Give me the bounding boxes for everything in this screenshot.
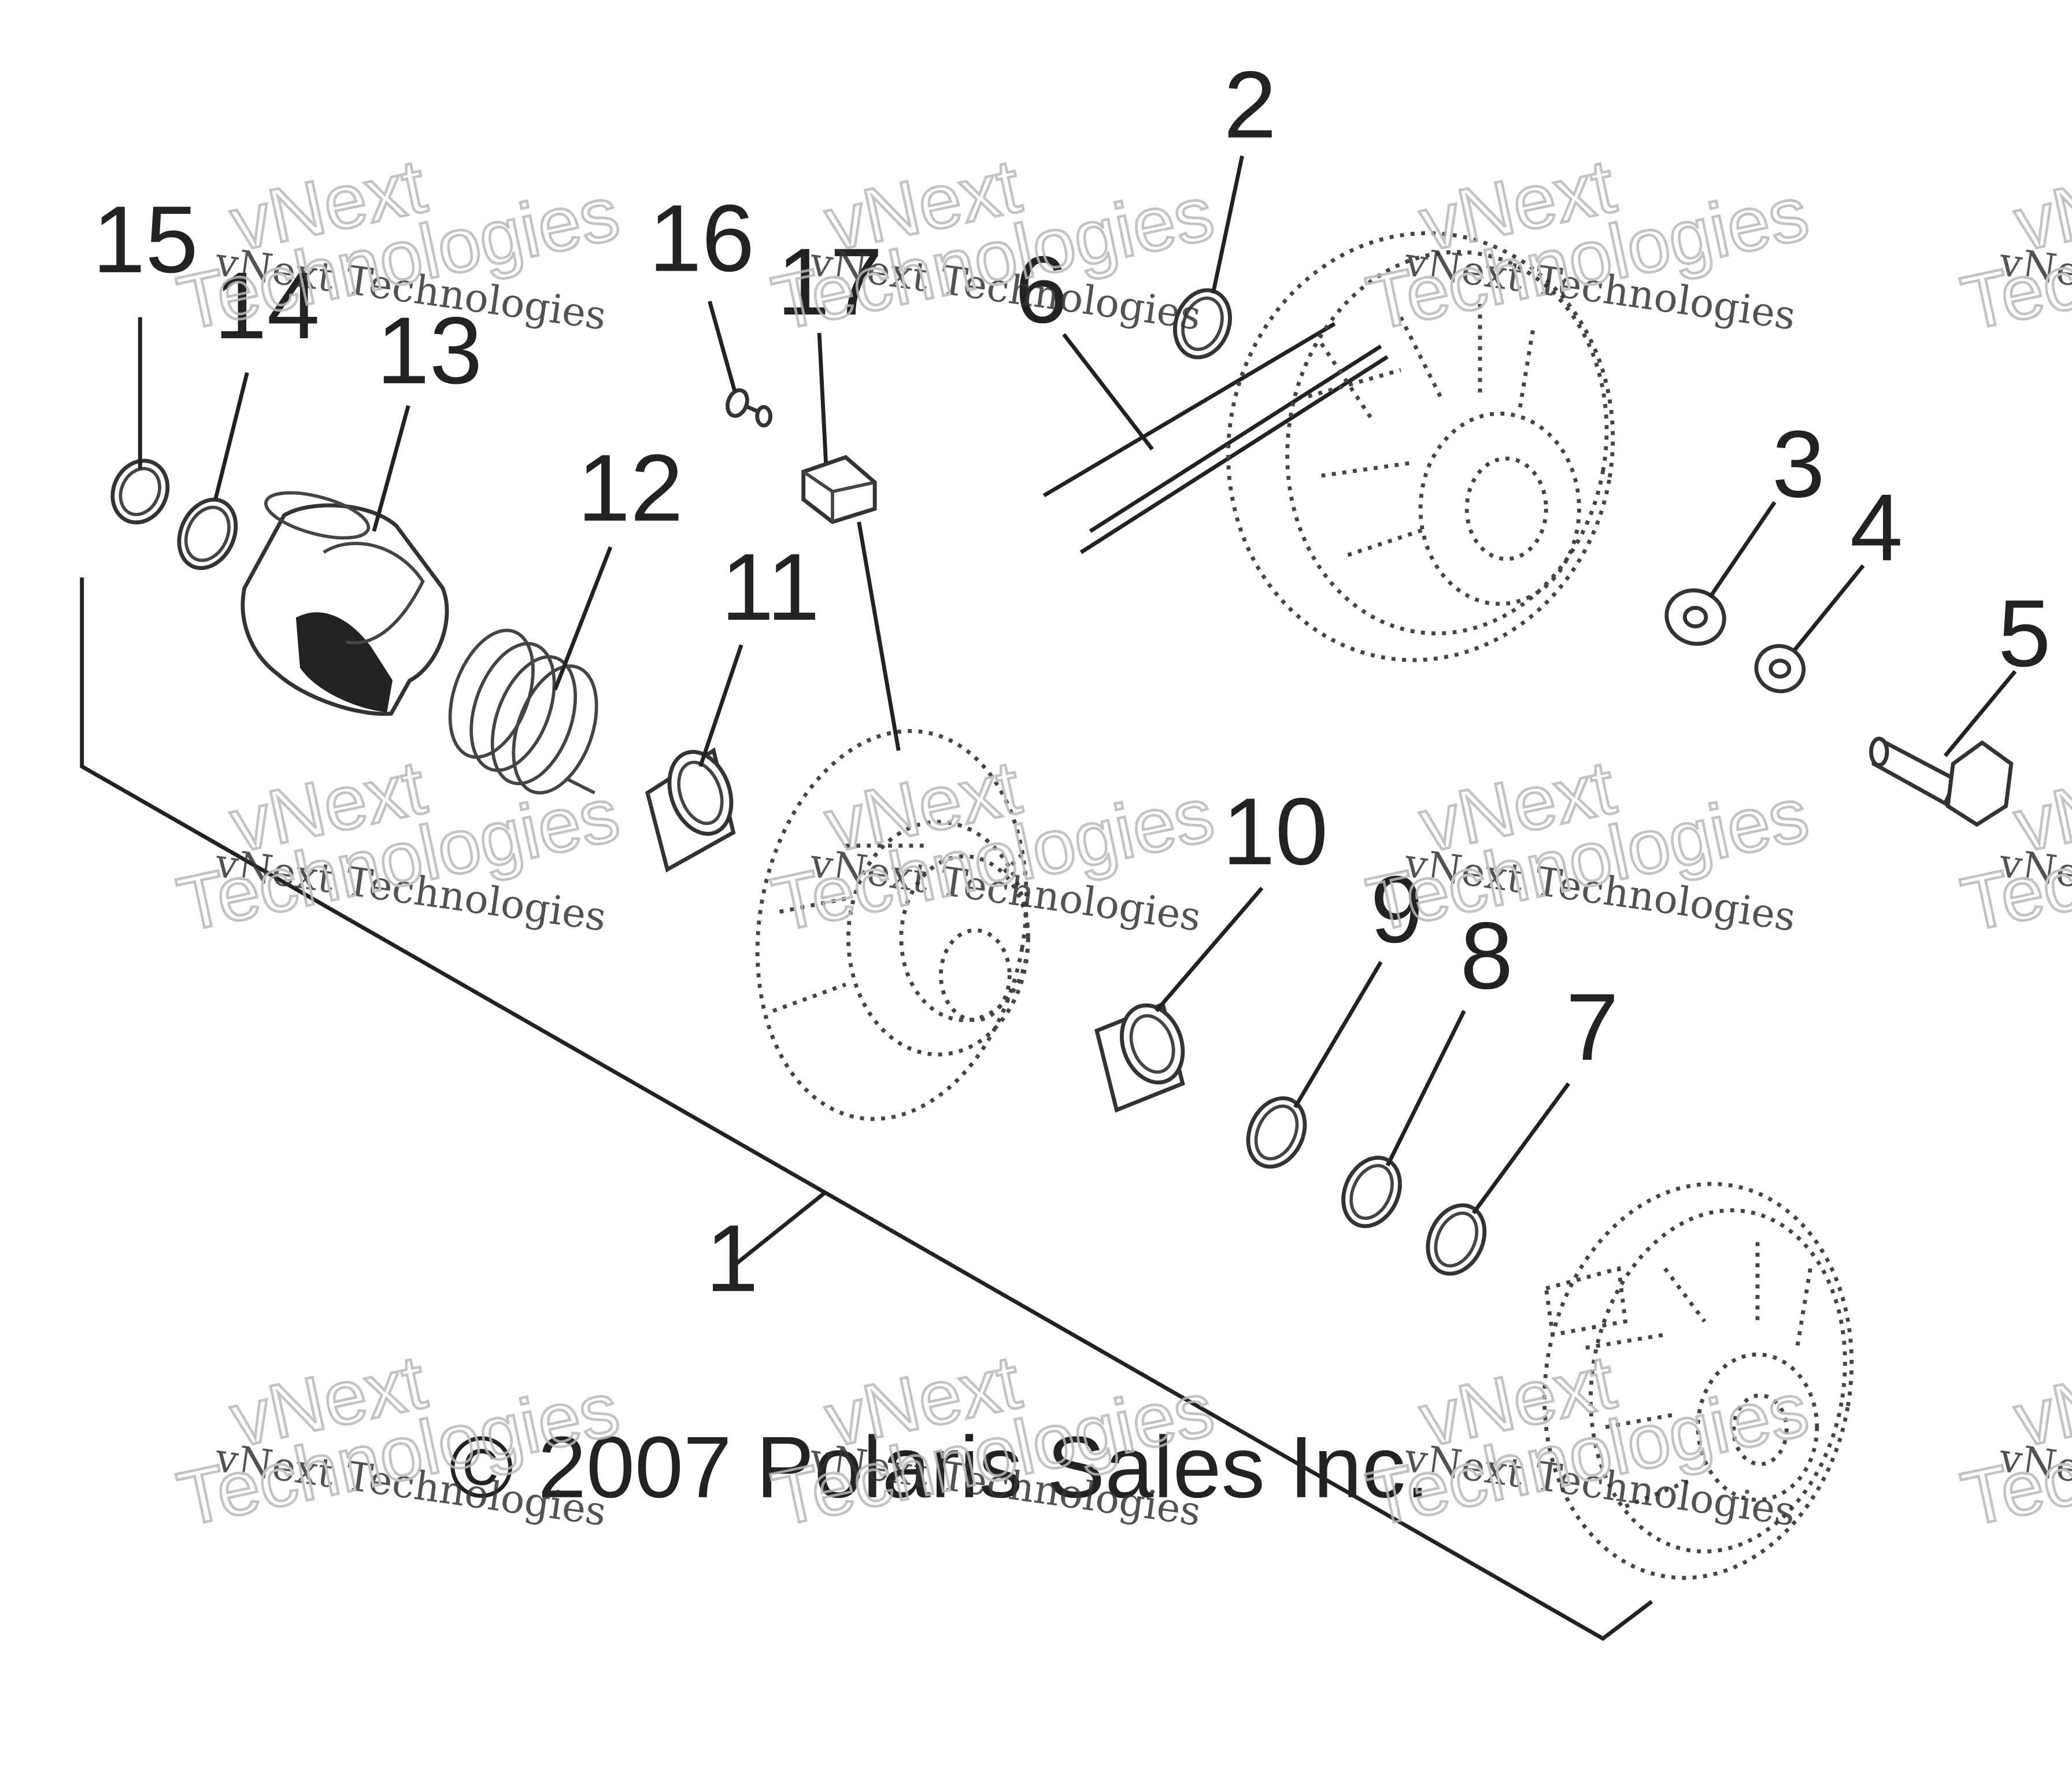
callout-4: 4 xyxy=(1850,474,1903,580)
callout-16: 16 xyxy=(649,185,754,291)
callout-13: 13 xyxy=(376,297,482,404)
part-9-ring xyxy=(1246,961,1383,1169)
part-15-snap-ring xyxy=(110,317,170,525)
watermark: vNext vNext Technologies Technologies xyxy=(169,743,627,949)
assembly-bracket xyxy=(80,577,1653,1641)
part-10-bushing xyxy=(1094,886,1264,1113)
callout-2: 2 xyxy=(1224,51,1277,158)
moveable-sheave xyxy=(755,729,1030,1121)
part-13-cam xyxy=(240,405,449,716)
callout-5: 5 xyxy=(1998,580,2051,686)
callout-17: 17 xyxy=(777,228,883,335)
part-17-button xyxy=(801,332,901,751)
part-5-bolt xyxy=(1869,669,2017,827)
watermark: vNext vNext Technologies Technologies xyxy=(1953,142,2072,348)
callout-15: 15 xyxy=(92,186,198,293)
callout-8: 8 xyxy=(1460,902,1514,1009)
part-2-ring xyxy=(1173,156,1244,360)
callout-12: 12 xyxy=(578,435,683,541)
watermark: vNext vNext Technologies Technologies xyxy=(1953,1338,2072,1544)
watermark: vNext vNext Technologies Technologies xyxy=(1359,743,1816,949)
copyright-notice: © 2007 Polaris Sales Inc. xyxy=(449,1418,1430,1516)
callout-7: 7 xyxy=(1566,974,1619,1080)
watermark: vNext vNext Technologies Technologies xyxy=(1359,1338,1816,1544)
part-11-bushing xyxy=(645,644,743,873)
upper-sheave xyxy=(1226,231,1615,663)
callout-10: 10 xyxy=(1222,778,1328,885)
part-16-screw xyxy=(708,301,772,428)
callout-14: 14 xyxy=(214,252,320,358)
part-14-washer xyxy=(177,372,249,571)
callout-3: 3 xyxy=(1772,410,1825,517)
callout-9: 9 xyxy=(1370,856,1423,963)
callout-11: 11 xyxy=(721,534,820,640)
callout-6: 6 xyxy=(1015,236,1068,343)
part-7-ring xyxy=(1426,1082,1570,1276)
watermark: vNext vNext Technologies Technologies xyxy=(764,1338,1222,1544)
watermark: vNext vNext Technologies Technologies xyxy=(764,743,1222,949)
watermark: vNext vNext Technologies Technologies xyxy=(169,142,627,348)
watermark: vNext vNext Technologies Technologies xyxy=(764,142,1222,348)
callout-1: 1 xyxy=(706,1205,759,1311)
watermark: vNext vNext Technologies Technologies xyxy=(1359,142,1816,348)
callout-labels: 1 2 3 4 5 6 7 8 9 10 11 12 13 14 15 16 1… xyxy=(92,51,2051,1311)
part-3-washer xyxy=(1664,501,1777,646)
part-4-washer xyxy=(1754,564,1865,694)
watermark: vNext vNext Technologies Technologies xyxy=(169,1338,627,1544)
part-8-ring xyxy=(1341,1010,1466,1229)
part-6-belt xyxy=(1042,322,1389,554)
part-12-spring xyxy=(448,546,613,795)
